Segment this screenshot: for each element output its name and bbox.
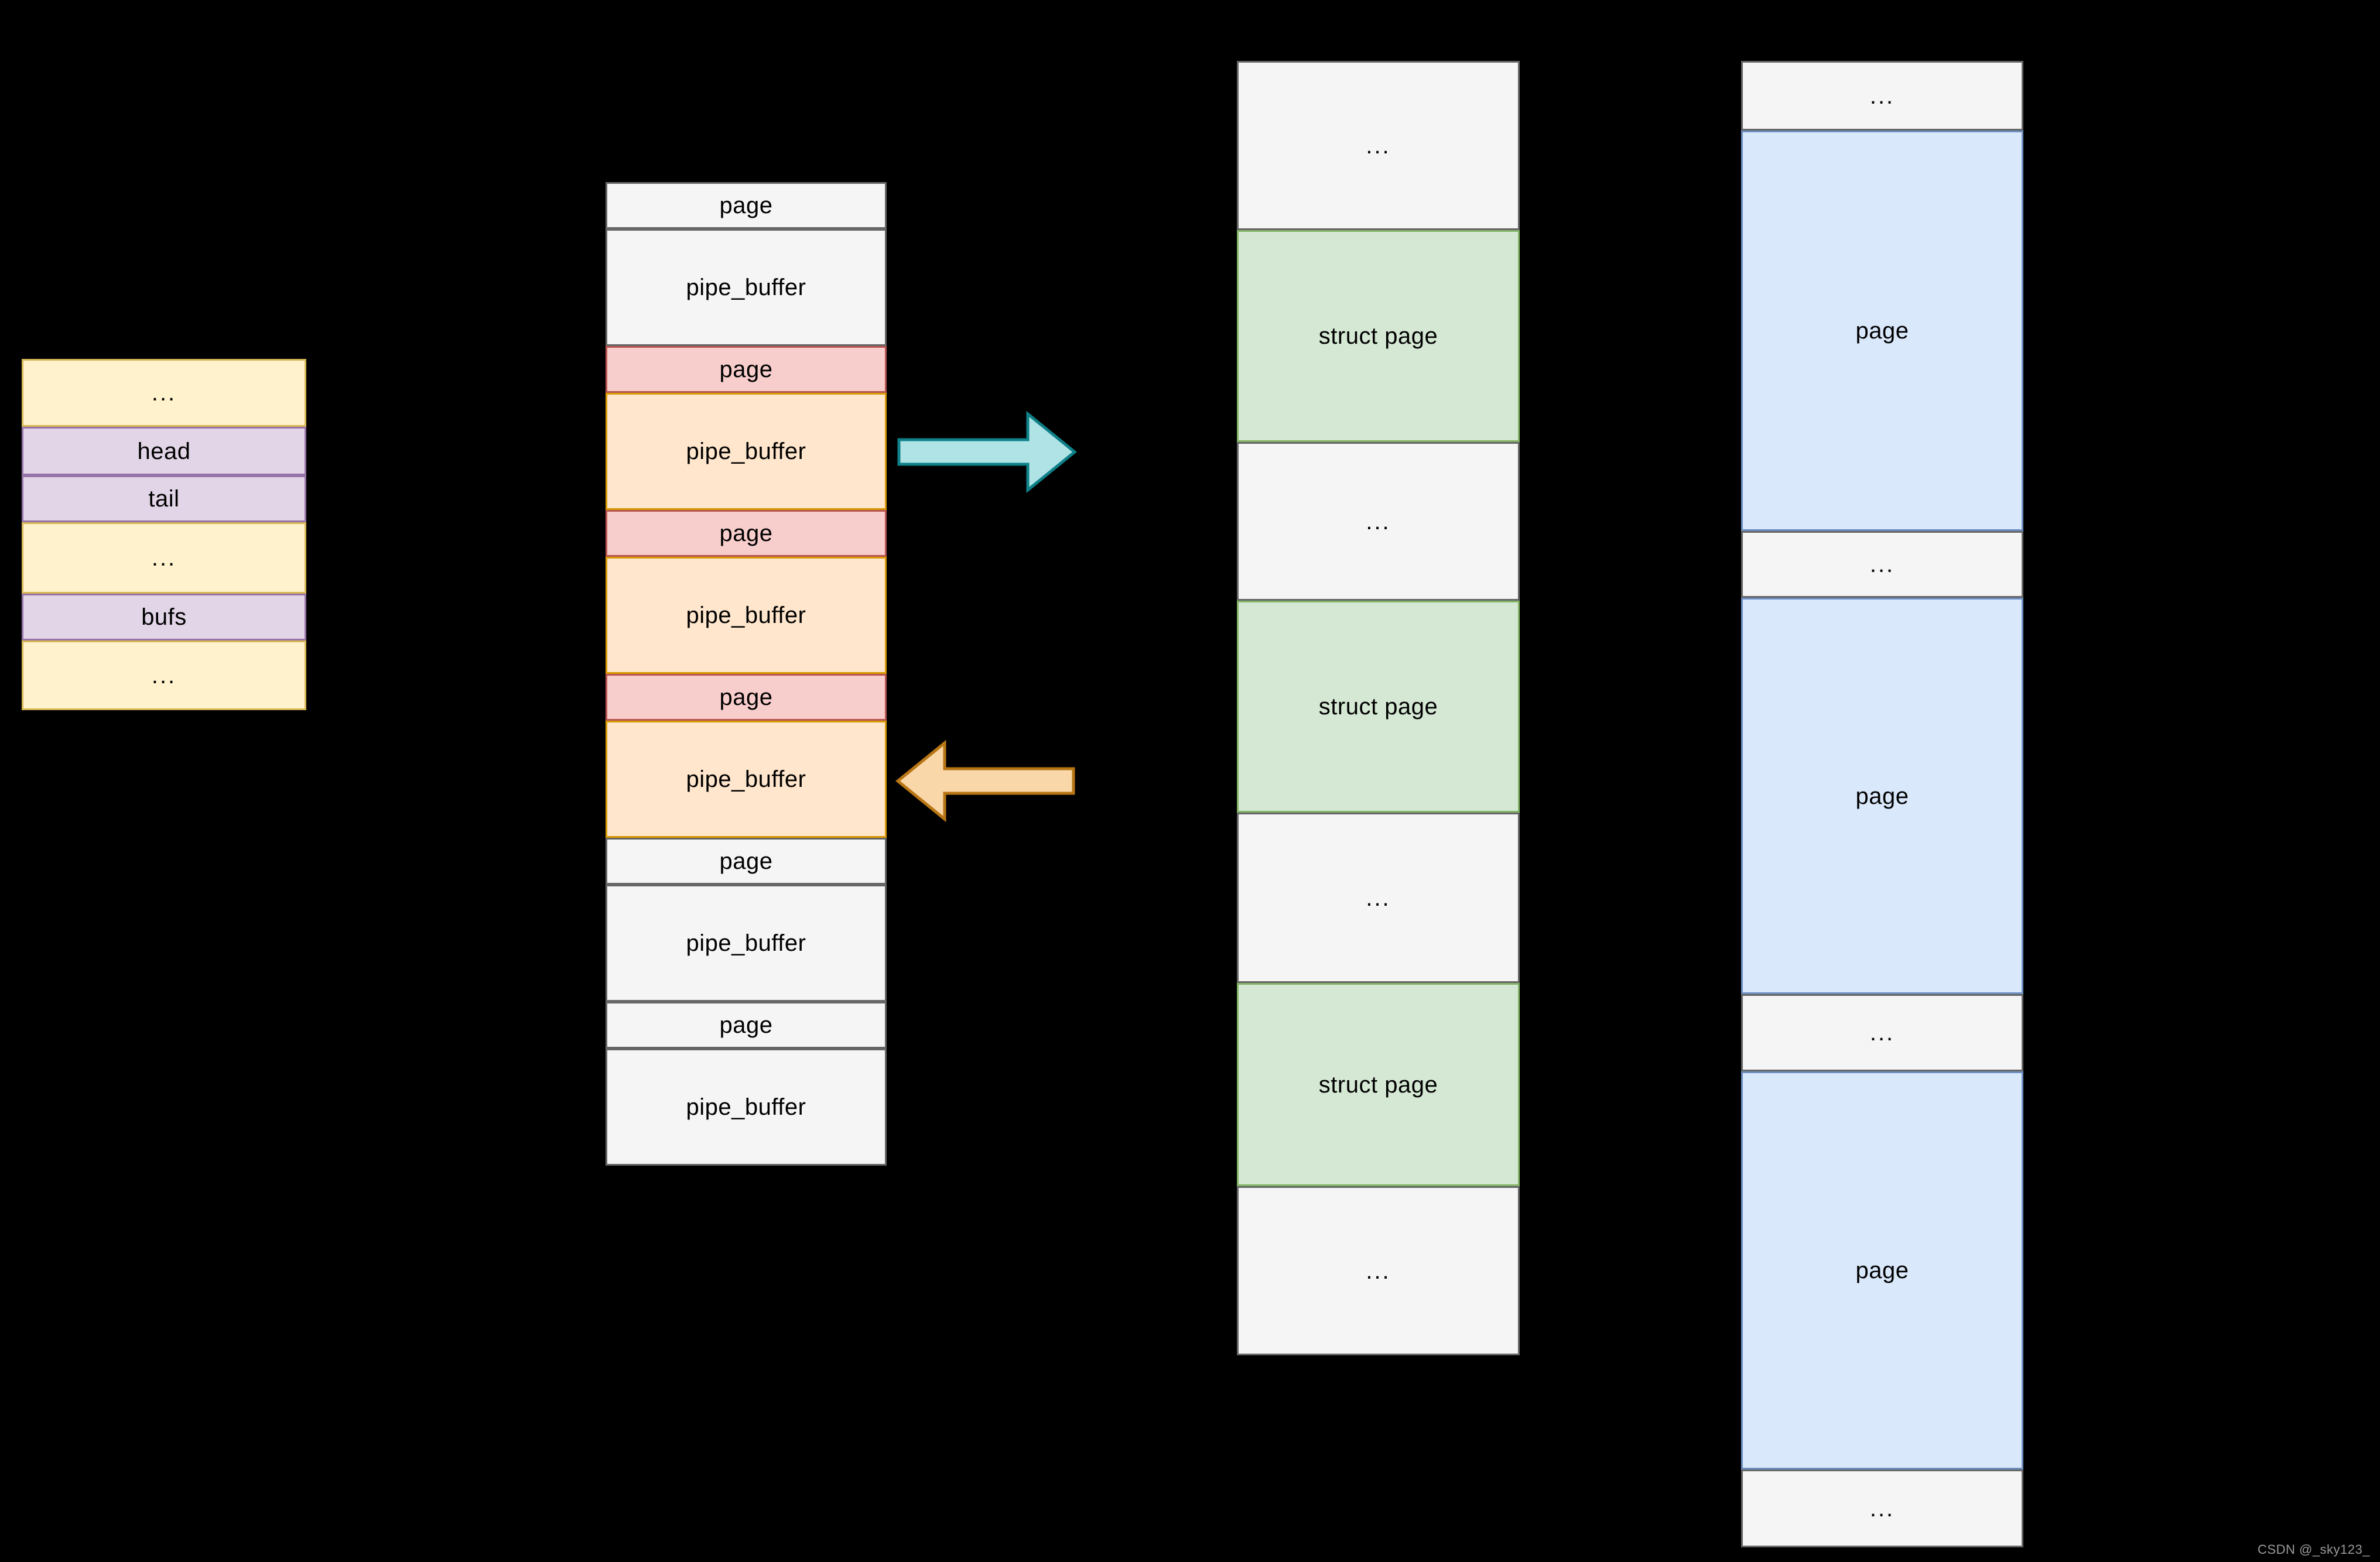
left-block-arrow xyxy=(895,739,1075,823)
row-label: pipe_buffer xyxy=(686,275,806,300)
row-page: page xyxy=(606,1002,887,1049)
row-pipe-buffer: pipe_buffer xyxy=(606,721,887,838)
row-label: ... xyxy=(151,662,177,688)
row-label: ... xyxy=(1366,508,1391,535)
row-label: struct page xyxy=(1318,1071,1438,1098)
row-struct-page: struct page xyxy=(1237,230,1520,442)
row-struct-page: struct page xyxy=(1237,601,1520,813)
row-label: pipe_buffer xyxy=(686,930,806,956)
row-label: struct page xyxy=(1318,323,1438,349)
row-page: page xyxy=(606,182,887,229)
row-pipe-buffer: pipe_buffer xyxy=(606,885,887,1002)
page-column: ... page... page... page... xyxy=(1741,61,2023,1547)
row-pipe-buffer: pipe_buffer xyxy=(606,557,887,674)
row-label: page xyxy=(719,848,773,874)
row-label: ... xyxy=(151,380,177,406)
row-label: ... xyxy=(1366,1258,1391,1284)
row-pipe-buffer: pipe_buffer xyxy=(606,229,887,346)
row-label: page xyxy=(719,193,773,218)
row-page: page xyxy=(606,510,887,557)
row-label: page xyxy=(1855,318,1909,344)
row-pipe-buffer: pipe_buffer xyxy=(606,1049,887,1166)
right-arrow-shape xyxy=(897,410,1077,494)
row-ellipsis: ... xyxy=(1237,1186,1520,1355)
right-block-arrow xyxy=(897,410,1077,494)
row-page: page xyxy=(1741,131,2023,531)
row-label: page xyxy=(719,1012,773,1038)
row-label: pipe_buffer xyxy=(686,766,806,792)
row-ellipsis: ... xyxy=(22,359,306,427)
row-page: page xyxy=(606,346,887,393)
row-head: head xyxy=(22,427,306,475)
row-label: head xyxy=(137,438,191,464)
row-label: struct page xyxy=(1318,694,1438,720)
row-label: pipe_buffer xyxy=(686,602,806,628)
row-label: tail xyxy=(148,486,180,512)
row-label: ... xyxy=(1869,1020,1895,1046)
row-label: ... xyxy=(1869,552,1895,577)
row-ellipsis: ... xyxy=(1741,1469,2023,1547)
row-ellipsis: ... xyxy=(1237,61,1520,230)
row-label: page xyxy=(719,684,773,710)
left-arrow-shape xyxy=(895,739,1075,823)
pipe-inode-info-box: ... head tail... bufs... xyxy=(22,359,306,710)
row-label: ... xyxy=(1869,1495,1895,1522)
row-label: ... xyxy=(151,545,177,571)
row-label: ... xyxy=(1366,885,1391,911)
row-label: pipe_buffer xyxy=(686,439,806,464)
row-label: page xyxy=(719,357,773,382)
row-page: page xyxy=(606,674,887,721)
row-label: pipe_buffer xyxy=(686,1094,806,1120)
row-page: page xyxy=(1741,1071,2023,1469)
row-ellipsis: ... xyxy=(1741,531,2023,598)
row-ellipsis: ... xyxy=(1237,442,1520,601)
row-struct-page: struct page xyxy=(1237,983,1520,1186)
row-label: ... xyxy=(1869,83,1895,109)
row-tail: tail xyxy=(22,475,306,522)
watermark-text: CSDN @_sky123_ xyxy=(2258,1542,2370,1557)
row-ellipsis: ... xyxy=(1741,61,2023,131)
row-ellipsis: ... xyxy=(1741,994,2023,1071)
row-pipe-buffer: pipe_buffer xyxy=(606,393,887,510)
row-ellipsis: ... xyxy=(22,522,306,594)
row-label: page xyxy=(1855,783,1909,809)
row-label: ... xyxy=(1366,132,1391,159)
row-label: page xyxy=(1855,1258,1909,1283)
row-page: page xyxy=(1741,598,2023,994)
row-ellipsis: ... xyxy=(22,640,306,710)
row-bufs: bufs xyxy=(22,594,306,640)
row-page: page xyxy=(606,838,887,885)
row-label: page xyxy=(719,520,773,546)
row-label: bufs xyxy=(141,604,187,630)
struct-page-column: ... struct page... struct page... struct pa… xyxy=(1237,61,1520,1355)
row-ellipsis: ... xyxy=(1237,813,1520,983)
